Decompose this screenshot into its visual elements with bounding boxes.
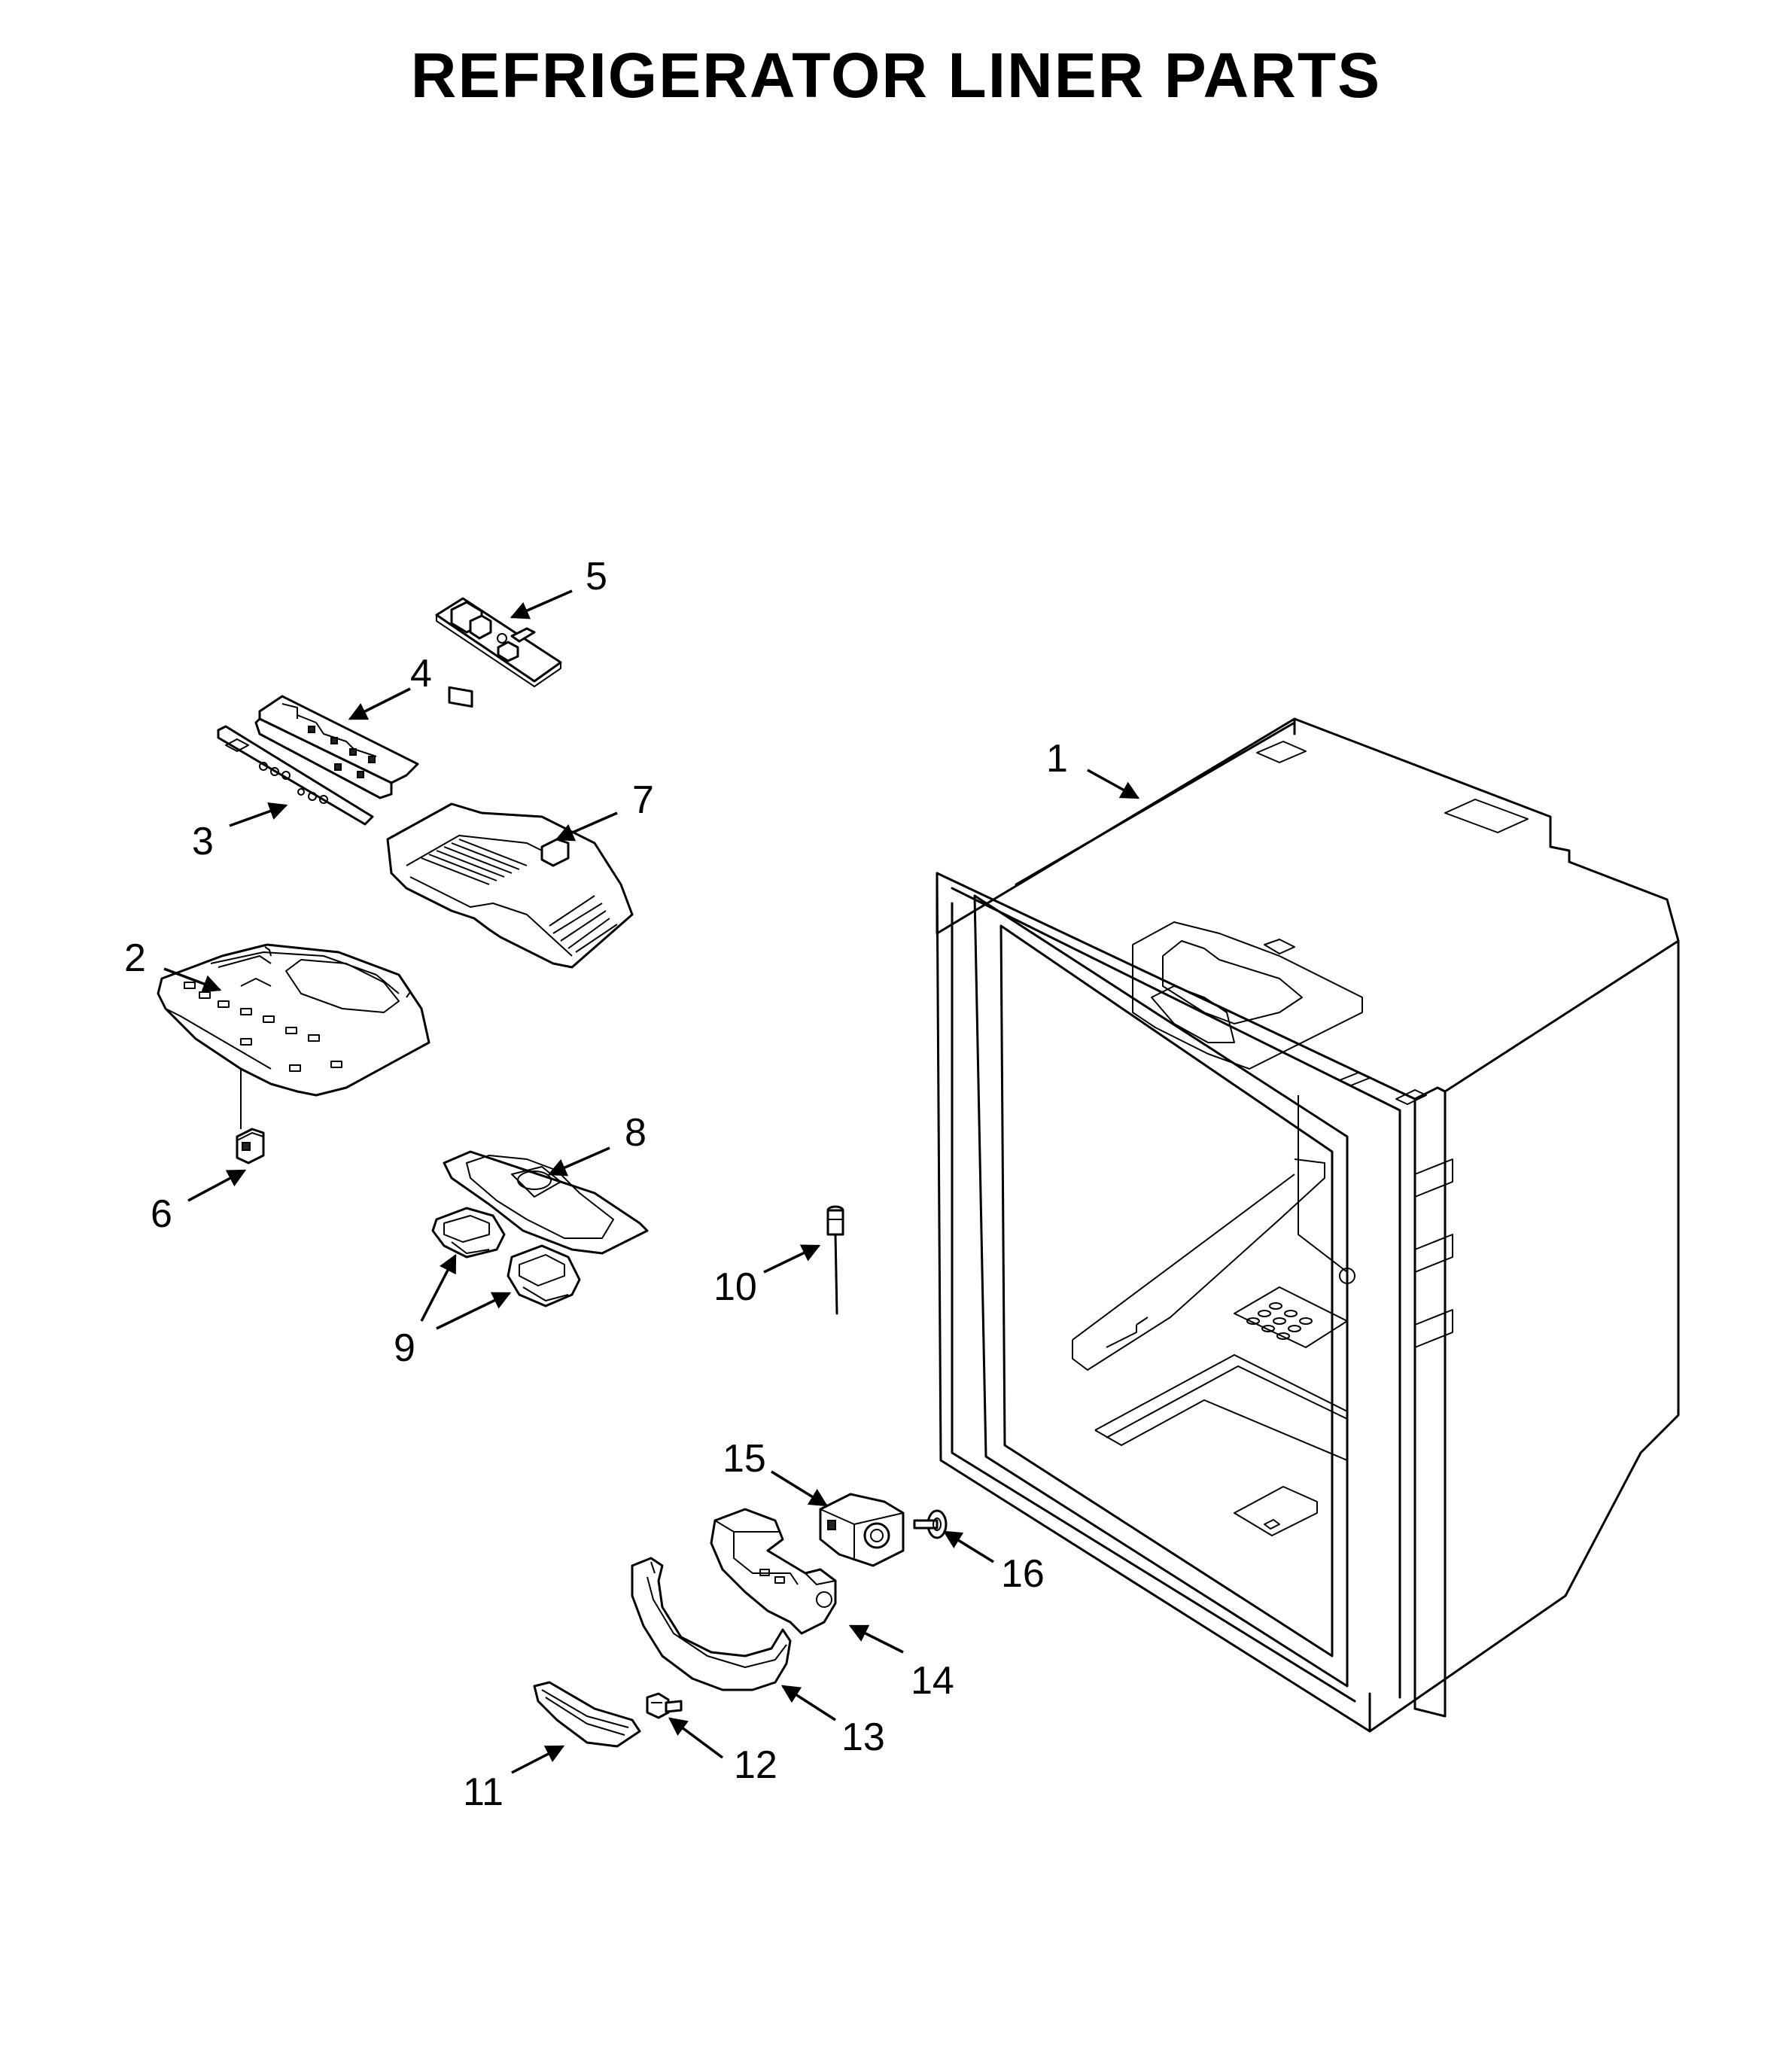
callout-5: 5 [586,555,607,598]
part-13-support[interactable] [631,1557,792,1691]
part-5-control-board[interactable] [435,597,562,708]
part-11-trim[interactable] [533,1681,641,1748]
callout-14: 14 [911,1659,954,1703]
callout-16: 16 [1001,1552,1045,1596]
callout-10: 10 [713,1265,757,1309]
part-9-fan-assembly[interactable] [431,1207,581,1307]
part-15-damper[interactable] [819,1493,905,1567]
part-10-thermistor[interactable] [826,1205,844,1315]
callout-6: 6 [151,1192,172,1236]
page-title: REFRIGERATOR LINER PARTS [410,40,1382,111]
callout-8: 8 [625,1111,647,1155]
callout-7: 7 [632,778,654,822]
callout-15: 15 [723,1437,766,1481]
part-8-air-duct[interactable] [443,1150,649,1255]
leader-lines [163,589,1140,1774]
callout-11: 11 [463,1770,504,1814]
part-2-light-housing[interactable] [157,943,431,1129]
part-4-control-housing[interactable] [254,695,419,799]
callout-labels: 1 2 3 4 5 6 7 8 9 10 11 12 13 14 15 16 [124,555,1068,1814]
callout-9: 9 [394,1326,415,1370]
callout-1: 1 [1046,737,1068,781]
callout-2: 2 [124,936,146,980]
part-16-screw[interactable] [913,1509,948,1539]
part-12-screw[interactable] [646,1692,683,1719]
part-6-switch[interactable] [236,1128,265,1164]
part-3-overlay[interactable] [217,725,374,826]
callout-13: 13 [841,1715,885,1759]
part-1-liner[interactable] [936,717,1680,1733]
part-7-diffuser[interactable] [386,802,634,969]
callout-3: 3 [192,820,214,863]
callout-4: 4 [410,652,432,696]
part-14-support[interactable] [710,1508,837,1635]
callout-12: 12 [734,1743,777,1787]
